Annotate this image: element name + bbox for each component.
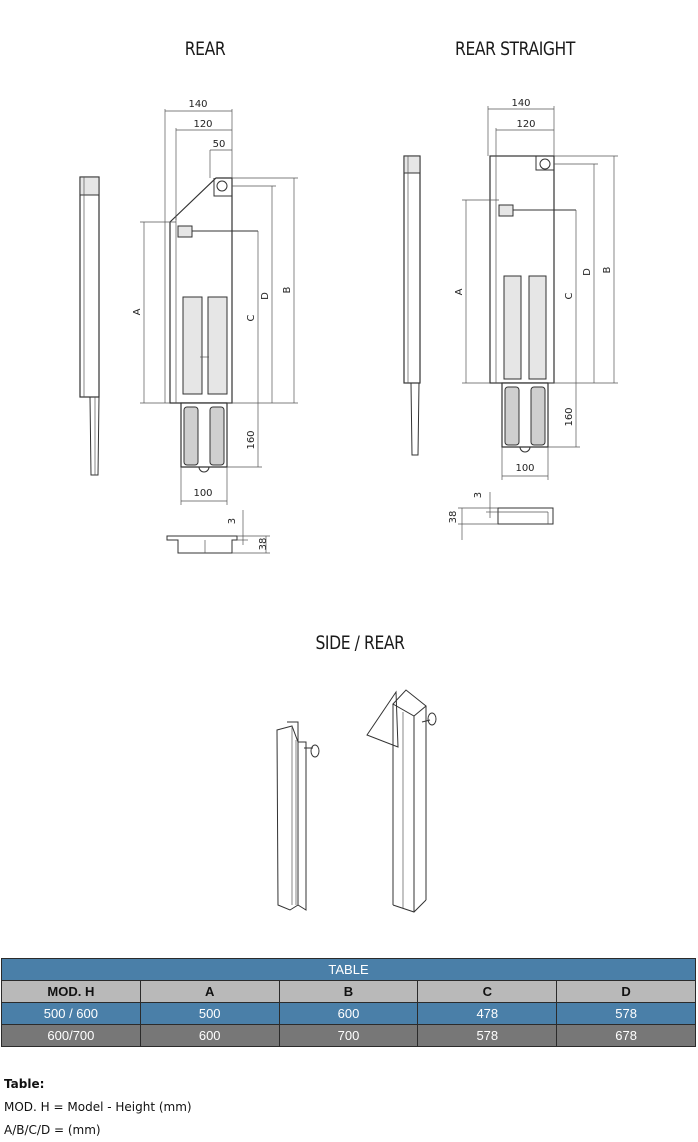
table-row: 500 / 600 500 600 478 578 [1,1002,696,1025]
rear-dim-100: 100 [193,488,212,499]
table-header-cell: MOD. H [1,980,141,1003]
rear-dim-50: 50 [213,139,226,150]
rear-dimension-lines [140,109,298,505]
straight-dim-d: D [582,268,593,276]
rear-dim-140: 140 [188,99,207,110]
table-header-cell: C [417,980,558,1003]
table-header-cell: D [556,980,696,1003]
spec-table: TABLE MOD. H A B C D 500 / 600 500 600 4… [1,958,696,1047]
table-row: 600/700 600 700 578 678 [1,1024,696,1047]
straight-bracket-section [458,492,554,540]
table-cell: 578 [556,1002,696,1025]
table-cell: 578 [417,1024,558,1047]
rear-dim-38: 38 [258,538,269,551]
technical-drawing: 140 120 50 A B D C 160 100 3 38 [79,98,618,913]
straight-dim-120: 120 [516,119,535,130]
heading-rear: REAR [184,38,226,60]
rear-bracket-section [166,510,270,554]
notes-title: Table: [4,1077,45,1091]
table-header-cell: B [278,980,419,1003]
straight-side-profile [403,155,421,456]
straight-front-view [489,155,576,453]
table-cell: 600 [139,1024,280,1047]
table-header-cell: A [139,980,280,1003]
rear-dim-160: 160 [246,430,257,449]
straight-dim-160: 160 [564,407,575,426]
straight-dim-140: 140 [511,98,530,109]
table-cell: 600 [278,1002,419,1025]
straight-dim-a: A [454,288,465,295]
table-cell: 600/700 [1,1024,141,1047]
heading-rear-straight: REAR STRAIGHT [455,38,575,60]
notes-line: A/B/C/D = (mm) [4,1123,101,1137]
rear-dim-c: C [246,314,257,321]
table-cell: 678 [556,1024,696,1047]
side-perspective-straight [276,721,320,911]
notes: Table: MOD. H = Model - Height (mm) A/B/… [4,1073,192,1142]
table-cell: 500 [139,1002,280,1025]
table-cell: 700 [278,1024,419,1047]
straight-dim-100: 100 [515,463,534,474]
notes-line: MOD. H = Model - Height (mm) [4,1100,192,1114]
straight-dim-c: C [564,292,575,299]
rear-dim-b: B [282,286,293,293]
rear-dim-3: 3 [227,518,238,524]
rear-side-profile [79,176,100,476]
rear-dim-120: 120 [193,119,212,130]
side-perspective-rear [366,689,437,913]
table-title: TABLE [1,958,696,981]
straight-dim-b: B [602,266,613,273]
rear-front-view [169,177,258,473]
rear-dim-d: D [260,292,271,300]
straight-dim-38: 38 [448,511,459,524]
heading-side-rear: SIDE / REAR [315,632,405,654]
straight-dimension-lines [462,106,618,480]
table-header-row: MOD. H A B C D [1,980,696,1003]
table-cell: 478 [417,1002,558,1025]
table-cell: 500 / 600 [1,1002,141,1025]
straight-dim-3: 3 [473,492,484,498]
rear-dim-a: A [132,308,143,315]
